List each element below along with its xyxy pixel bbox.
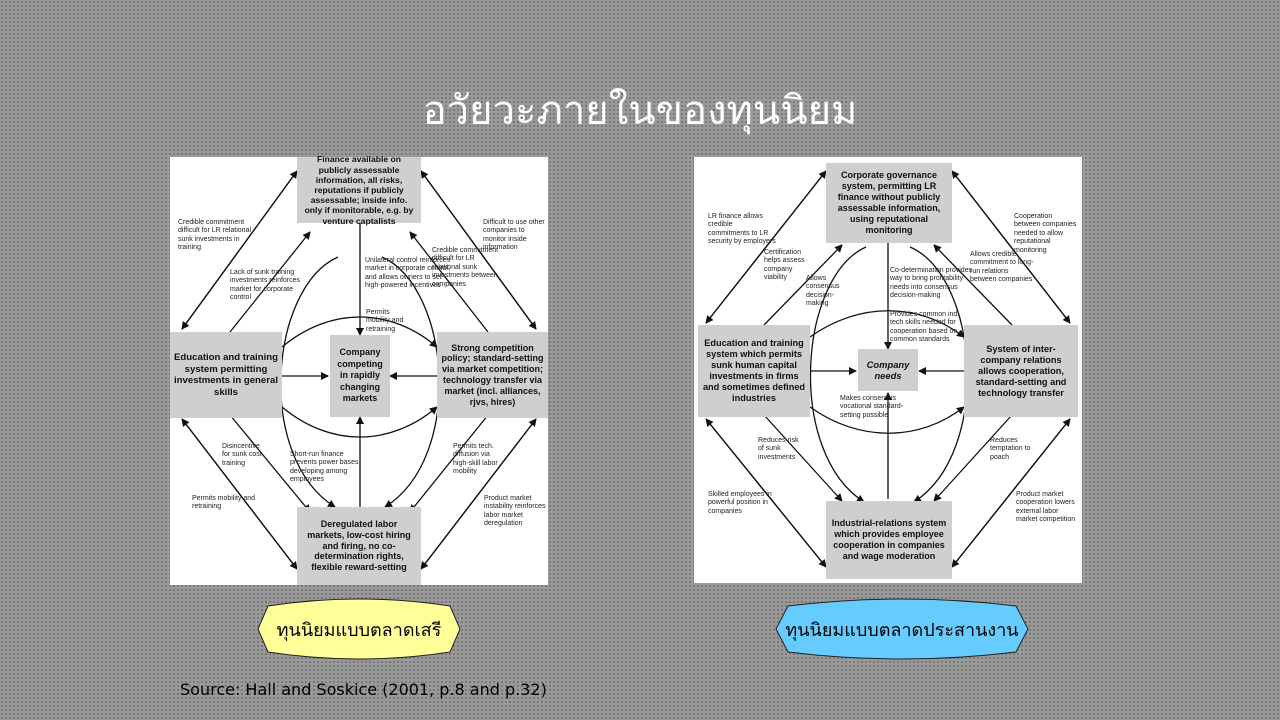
cme-education-box: Education and training system which perm… (698, 325, 810, 417)
cme-industrial-relations-box: Industrial-relations system which provid… (826, 501, 952, 579)
cme-intercompany-box: System of inter-company relations allows… (964, 325, 1078, 417)
cme-note: Skilled employees in powerful position i… (708, 491, 772, 515)
lme-label-text: ทุนนิยมแบบตลาดเสรี (276, 619, 442, 641)
cme-note: Co-determination provides way to bring p… (890, 267, 973, 300)
cme-note: Provides common ind. tech skills needed … (890, 311, 960, 344)
lme-label: ทุนนิยมแบบตลาดเสรี (254, 598, 464, 660)
cme-company-box: Company needs (858, 349, 918, 391)
cme-note: Allows consensus decision-making (806, 275, 840, 308)
lme-note: Short-run finance prevents power bases d… (290, 451, 359, 484)
cme-note: LR finance allows credible commitments t… (708, 213, 776, 246)
cme-note: Cooperation between companies needed to … (1014, 213, 1077, 254)
lme-note: Product market instability reinforces la… (484, 495, 546, 528)
lme-competition-box: Strong competition policy; standard-sett… (437, 332, 548, 418)
cme-note: Reduces risk of sunk investments (758, 437, 799, 461)
lme-labor-box: Deregulated labor markets, low-cost hiri… (297, 507, 421, 585)
lme-finance-box: Finance available on publicly assessable… (297, 154, 421, 226)
lme-label-shape (257, 598, 461, 660)
lme-note: Difficult to use other companies to moni… (483, 219, 545, 252)
lme-diagram: Finance available on publicly assessable… (170, 154, 548, 585)
cme-label-shape (775, 598, 1029, 660)
lme-note: Permits mobility and retraining (366, 309, 404, 333)
slide-title: อวัยวะภายในของทุนนิยม (422, 88, 858, 134)
cme-diagram-arrows (705, 170, 1071, 568)
lme-company-box: Company competing in rapidly changing ma… (330, 335, 390, 417)
lme-education-box: Education and training system permitting… (170, 332, 282, 418)
cme-label-text: ทุนนิยมแบบตลาดประสานงาน (785, 619, 1019, 641)
cme-note: Allows credible commitment to long-run r… (970, 251, 1034, 284)
cme-note: Makes consensus vocational standard-sett… (840, 395, 904, 419)
lme-note: Permits tech. diffusion via high-skill l… (453, 443, 498, 476)
cme-label: ทุนนิยมแบบตลาดประสานงาน (772, 598, 1032, 660)
lme-note: Credible commitment difficult for LR rel… (432, 247, 499, 288)
lme-note: Disincentive for sunk cost training (222, 443, 262, 467)
cme-governance-box: Corporate governance system, permitting … (826, 163, 952, 243)
lme-note: Lack of sunk training investments reinfo… (230, 269, 301, 302)
lme-note: Permits mobility and retraining (192, 495, 256, 511)
lme-note: Credible commitment difficult for LR rel… (178, 219, 252, 252)
source-citation: Source: Hall and Soskice (2001, p.8 and … (180, 680, 547, 699)
cme-note: Reduces temptation to poach (990, 437, 1031, 461)
cme-note: Product market cooperation lowers extern… (1016, 491, 1076, 524)
lme-note: Unilateral control reinforces market in … (365, 257, 451, 290)
cme-note: Certification helps assess company viabi… (764, 249, 805, 282)
cme-diagram: Corporate governance system, permitting … (694, 157, 1082, 583)
